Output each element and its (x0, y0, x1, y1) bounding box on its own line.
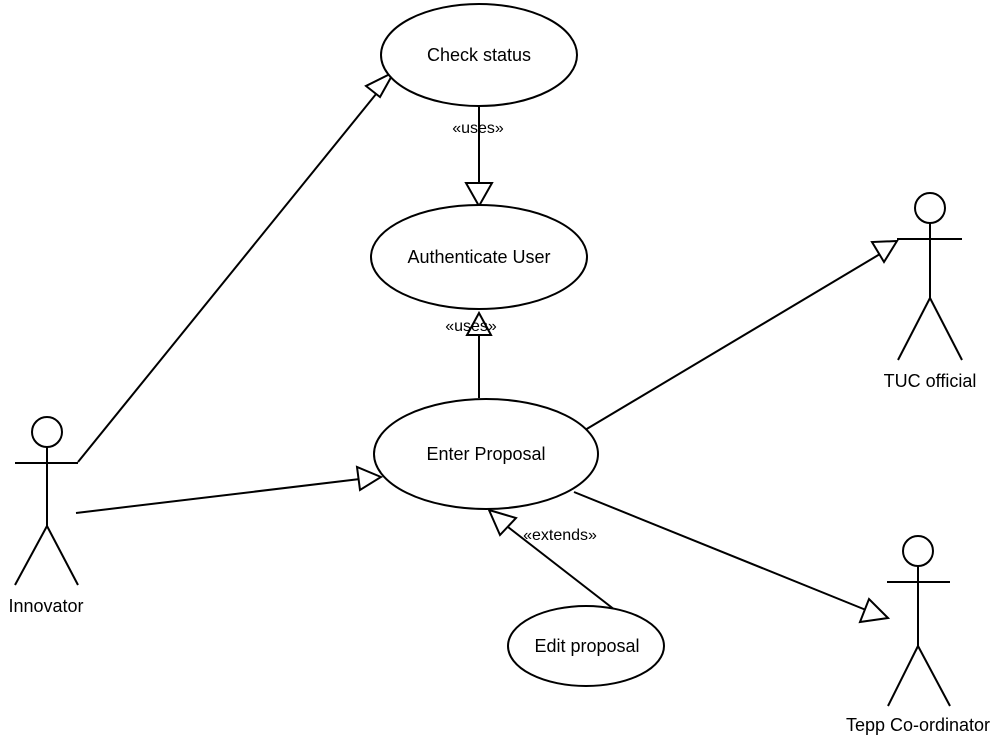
use-case-check-status: Check status (380, 3, 578, 107)
actor-innovator: Innovator (8, 416, 84, 616)
arrowhead-tuc-official (870, 239, 899, 264)
use-case-label-check-status: Check status (427, 45, 531, 65)
actor-label-tepp-coordinator: Tepp Co-ordinator (846, 715, 990, 735)
stereotype-uses-check-auth: «uses» (452, 120, 504, 137)
stereotype-uses-enter-auth: «uses» (445, 318, 497, 335)
stick-figure-icon (887, 535, 951, 707)
arrowhead-authenticate-bottom (465, 310, 493, 336)
actor-label-tuc-official: TUC official (884, 371, 977, 391)
extends-edit-enter-line (507, 526, 625, 618)
stick-figure-icon (897, 192, 963, 361)
association-enter-tepp (573, 491, 867, 611)
arrowhead-authenticate-top (464, 182, 494, 209)
arrowhead-enter-proposal (355, 465, 384, 492)
arrowhead-check-status (364, 69, 397, 99)
actor-tuc-official: TUC official (884, 192, 977, 391)
association-innovator-check-status (77, 82, 386, 463)
use-case-edit-proposal: Edit proposal (507, 605, 665, 687)
use-case-label-enter-proposal: Enter Proposal (426, 444, 545, 464)
arrowhead-tepp-coordinator (858, 597, 891, 624)
association-enter-tuc (584, 253, 881, 431)
actor-tepp-coordinator: Tepp Co-ordinator (846, 535, 990, 735)
arrowhead-extends (487, 508, 518, 537)
use-case-label-authenticate-user: Authenticate User (407, 247, 550, 267)
connectors (75, 69, 899, 624)
stereotype-extends: «extends» (523, 527, 597, 544)
use-case-authenticate-user: Authenticate User (370, 204, 588, 310)
stick-figure-icon (14, 416, 79, 586)
use-case-label-edit-proposal: Edit proposal (534, 636, 639, 656)
association-innovator-enter-proposal (75, 478, 361, 514)
use-case-enter-proposal: Enter Proposal (373, 398, 599, 510)
actor-label-innovator: Innovator (8, 596, 83, 616)
